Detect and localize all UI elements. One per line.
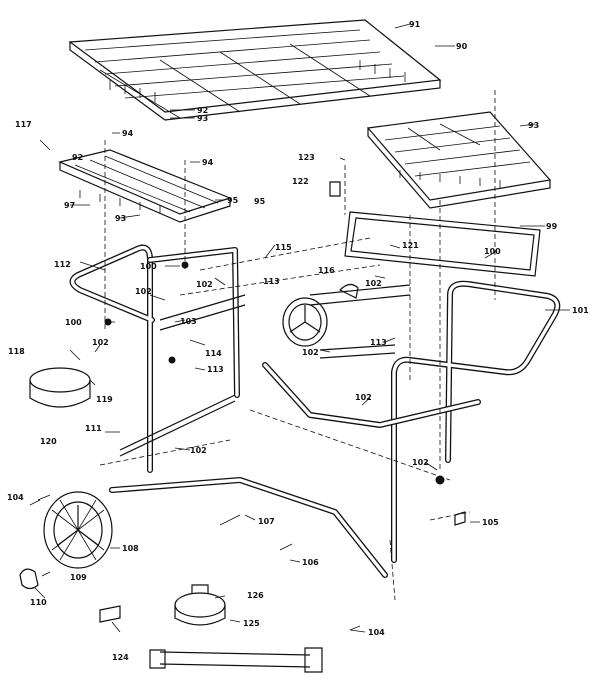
callout-102-right: 102	[412, 458, 429, 467]
callout-90: 90	[456, 42, 468, 51]
callout-112: 112	[54, 260, 71, 269]
callout-91: 91	[409, 20, 421, 29]
callout-102-clamp: 102	[92, 338, 109, 347]
upper-grid-tray	[68, 19, 442, 121]
callout-114: 114	[205, 349, 222, 358]
left-warming-tray	[58, 149, 232, 223]
right-warming-tray	[366, 111, 552, 209]
callout-95: 95	[227, 196, 239, 205]
callout-106: 106	[302, 558, 319, 567]
assembly-guides	[99, 90, 496, 601]
callout-113: 113	[263, 277, 280, 286]
regulator-and-hose	[99, 584, 323, 673]
callout-102-lower: 102	[190, 446, 207, 455]
callout-109: 109	[70, 573, 87, 582]
callout-121: 121	[402, 241, 419, 250]
callout-105: 105	[482, 518, 499, 527]
callout-93: 93	[197, 114, 208, 123]
callout-99: 99	[546, 222, 558, 231]
callout-110: 110	[30, 598, 47, 607]
callout-115: 115	[275, 243, 292, 252]
callout-122: 122	[292, 177, 309, 186]
callout-103: 103	[180, 317, 197, 326]
callout-92-left: 92	[72, 153, 83, 162]
leader-lines	[34, 23, 570, 633]
cart-frame	[69, 244, 561, 578]
callout-111: 111	[85, 424, 102, 433]
tank-ring	[29, 367, 91, 408]
callout-117: 117	[15, 120, 32, 129]
callout-113-right: 113	[370, 338, 387, 347]
callout-100-right: 100	[484, 247, 501, 256]
callout-97: 97	[64, 201, 75, 210]
callout-124: 124	[112, 653, 129, 662]
hardware-bits	[19, 181, 466, 631]
callout-94-second: 94	[202, 158, 214, 167]
callout-102-wheel: 102	[302, 348, 319, 357]
front-panel	[344, 211, 541, 277]
callout-116: 116	[318, 266, 335, 275]
callout-119: 119	[96, 395, 113, 404]
callout-107: 107	[258, 517, 275, 526]
callout-118: 118	[8, 347, 25, 356]
callout-100-left: 100	[65, 318, 82, 327]
callout-100: 100	[140, 262, 157, 271]
callout-126: 126	[247, 591, 264, 600]
callout-125: 125	[243, 619, 260, 628]
callout-92: 92	[197, 106, 208, 115]
callout-93-right: 93	[528, 121, 539, 130]
callout-104-bottom: 104	[368, 628, 385, 637]
callout-102-left: 102	[135, 287, 152, 296]
small-wheel	[282, 297, 328, 347]
callout-93-left: 93	[115, 214, 126, 223]
callout-120: 120	[40, 437, 57, 446]
callout-95-second: 95	[254, 197, 266, 206]
callout-113-left: 113	[207, 365, 224, 374]
callout-102-frame: 102	[355, 393, 372, 402]
callout-101: 101	[572, 306, 589, 315]
callout-108: 108	[122, 544, 139, 553]
callout-123: 123	[298, 153, 315, 162]
callout-94: 94	[122, 129, 134, 138]
callout-labels: 90 91 92 93 93 94 94 117 92 97 93 95 95 …	[7, 20, 589, 662]
callout-102: 102	[196, 280, 213, 289]
callout-102-mid: 102	[365, 279, 382, 288]
callout-104: 104	[7, 493, 24, 502]
large-wheel	[43, 491, 113, 569]
